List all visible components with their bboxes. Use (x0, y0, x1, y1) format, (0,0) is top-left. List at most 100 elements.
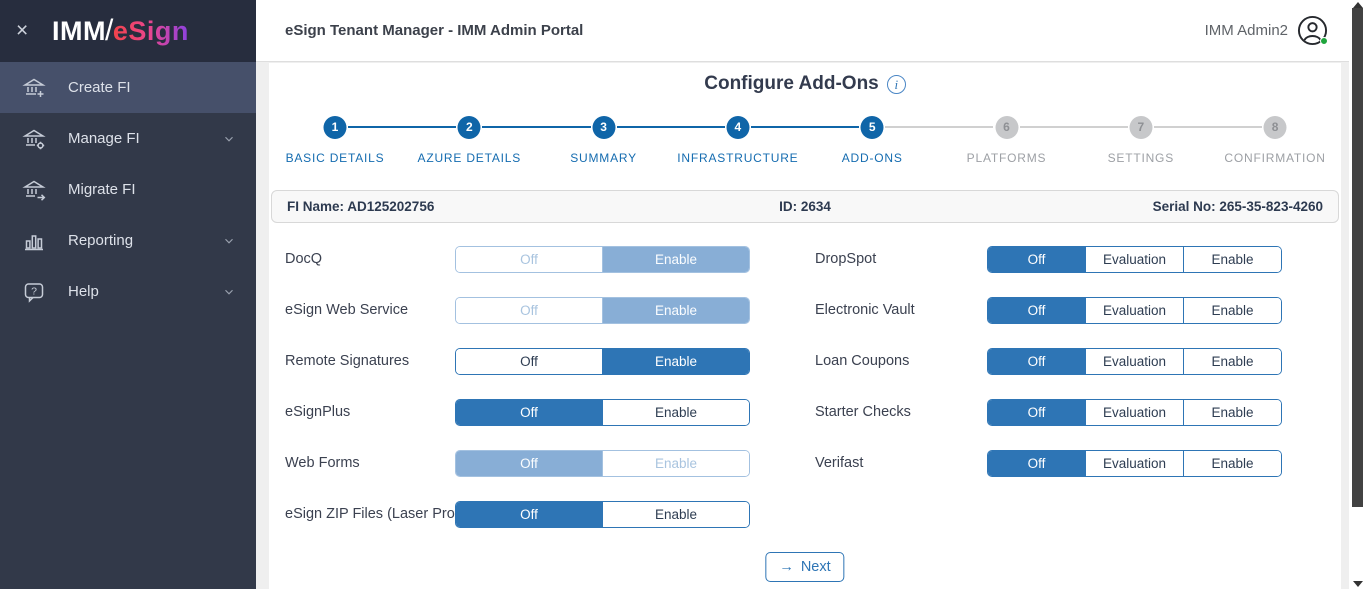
scroll-up-icon[interactable] (1353, 2, 1363, 8)
addon-label: Electronic Vault (815, 302, 915, 318)
toggle-option-evaluation[interactable]: Evaluation (1085, 349, 1183, 374)
step-connector (348, 126, 457, 128)
step-connector (616, 126, 725, 128)
header: eSign Tenant Manager - IMM Admin Portal … (256, 0, 1366, 62)
toggle-option-enable[interactable]: Enable (602, 400, 749, 425)
toggle-option-enable[interactable]: Enable (1183, 451, 1281, 476)
user-avatar[interactable] (1297, 15, 1328, 46)
toggle-option-off: Off (456, 451, 602, 476)
toggle-option-evaluation[interactable]: Evaluation (1085, 298, 1183, 323)
addon-label: eSign Web Service (285, 302, 409, 318)
toggle-option-enable[interactable]: Enable (1183, 298, 1281, 323)
step-circle-8[interactable]: 8 (1263, 116, 1287, 139)
step-circle-5[interactable]: 5 (860, 116, 884, 139)
toggle-option-enable: Enable (602, 451, 749, 476)
toggle-option-off[interactable]: Off (456, 502, 602, 527)
toggle-option-enable[interactable]: Enable (602, 349, 749, 374)
toggle-option-off[interactable]: Off (988, 247, 1085, 272)
step-connector (482, 126, 591, 128)
scrollbar-thumb[interactable] (1352, 8, 1363, 507)
user-name: IMM Admin2 (1204, 22, 1288, 39)
toggle-option-off[interactable]: Off (456, 349, 602, 374)
chevron-down-icon (225, 238, 233, 244)
addon-label: eSign ZIP Files (Laser Pro) (285, 506, 460, 522)
addon-label: Starter Checks (815, 404, 911, 420)
step-circle-1[interactable]: 1 (323, 116, 347, 139)
toggle-option-enable[interactable]: Enable (602, 502, 749, 527)
page-title: eSign Tenant Manager - IMM Admin Portal (285, 22, 584, 39)
sidebar-item-manage-fi[interactable]: Manage FI (0, 113, 256, 164)
app-logo: IMM/eSign (52, 14, 189, 48)
help-bubble-icon: ? (22, 280, 46, 304)
info-icon[interactable]: i (886, 74, 906, 94)
next-button[interactable]: → Next (765, 552, 845, 582)
step-label-3: SUMMARY (570, 151, 637, 165)
sidebar-item-label: Manage FI (68, 130, 140, 147)
sidebar-item-reporting[interactable]: Reporting (0, 215, 256, 266)
sidebar-logo-bar: × IMM/eSign (0, 0, 256, 62)
sidebar-nav: Create FI Manage FI Migrate FI Reporting… (0, 62, 256, 317)
sidebar-item-label: Help (68, 283, 99, 300)
toggle-option-off[interactable]: Off (988, 451, 1085, 476)
wizard-title: Configure Add-Ons (704, 73, 879, 94)
toggle-option-off[interactable]: Off (988, 298, 1085, 323)
step-connector (1019, 126, 1128, 128)
toggle-option-evaluation[interactable]: Evaluation (1085, 451, 1183, 476)
addon-label: Verifast (815, 455, 864, 471)
bank-gear-icon (22, 127, 46, 151)
step-label-5: ADD-ONS (841, 151, 903, 165)
step-circle-4[interactable]: 4 (726, 116, 750, 139)
next-arrow-icon: → (779, 559, 794, 575)
step-circle-6[interactable]: 6 (995, 116, 1018, 139)
sidebar-item-label: Migrate FI (68, 181, 136, 198)
scroll-down-icon[interactable] (1353, 581, 1363, 587)
toggle-option-enable: Enable (602, 298, 749, 323)
step-label-7: SETTINGS (1107, 151, 1174, 165)
sidebar-item-create-fi[interactable]: Create FI (0, 62, 256, 113)
toggle-option-enable: Enable (602, 247, 749, 272)
toggle-option-evaluation[interactable]: Evaluation (1085, 400, 1183, 425)
addon-label: DropSpot (815, 251, 877, 267)
sidebar-item-label: Create FI (68, 79, 131, 96)
bank-plus-icon (22, 76, 46, 100)
toggle-option-enable[interactable]: Enable (1183, 400, 1281, 425)
svg-text:?: ? (31, 285, 37, 297)
bar-chart-icon (22, 229, 46, 253)
addon-label: DocQ (285, 251, 323, 267)
addon-label: eSignPlus (285, 404, 351, 420)
toggle-option-off[interactable]: Off (988, 400, 1085, 425)
logo-esign: eSign (112, 16, 189, 46)
step-connector (750, 126, 860, 128)
toggle-option-evaluation[interactable]: Evaluation (1085, 247, 1183, 272)
toggle-option-off[interactable]: Off (456, 400, 602, 425)
bank-arrow-icon (22, 178, 46, 202)
sidebar-item-migrate-fi[interactable]: Migrate FI (0, 164, 256, 215)
sidebar-item-help[interactable]: ? Help (0, 266, 256, 317)
close-icon[interactable]: × (16, 19, 29, 42)
fi-id: ID: 2634 (779, 199, 831, 214)
toggle-option-enable[interactable]: Enable (1183, 349, 1281, 374)
chevron-down-icon (225, 289, 233, 295)
sidebar: × IMM/eSign Create FI Manage FI Migrate … (0, 0, 256, 589)
step-label-2: AZURE DETAILS (417, 151, 522, 165)
online-status-dot (1320, 37, 1328, 45)
header-user-area: IMM Admin2 (1205, 15, 1366, 46)
step-circle-2[interactable]: 2 (457, 116, 481, 139)
vertical-scrollbar[interactable] (1349, 0, 1366, 589)
step-circle-7[interactable]: 7 (1129, 116, 1153, 139)
toggle-option-enable[interactable]: Enable (1183, 247, 1281, 272)
toggle-option-off: Off (456, 247, 602, 272)
fi-name: FI Name: AD125202756 (287, 199, 435, 214)
toggle-option-off[interactable]: Off (988, 349, 1085, 374)
fi-serial: Serial No: 265-35-823-4260 (1152, 199, 1323, 214)
step-label-4: INFRASTRUCTURE (677, 151, 799, 165)
wizard-title-row: Configure Add-Ons i (269, 73, 1341, 95)
step-circle-3[interactable]: 3 (592, 116, 616, 139)
